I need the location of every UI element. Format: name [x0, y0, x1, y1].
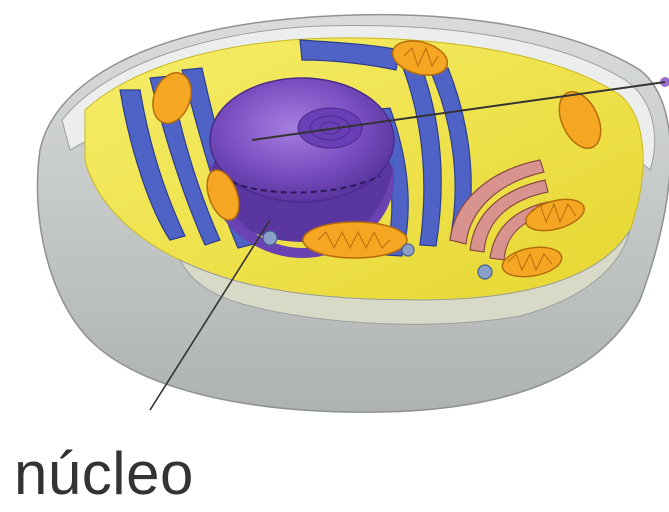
vesicle: [263, 231, 277, 245]
nucleolus: [298, 108, 362, 148]
vesicle: [478, 265, 492, 279]
nucleus-label: núcleo: [14, 438, 194, 510]
vesicle: [402, 244, 414, 256]
